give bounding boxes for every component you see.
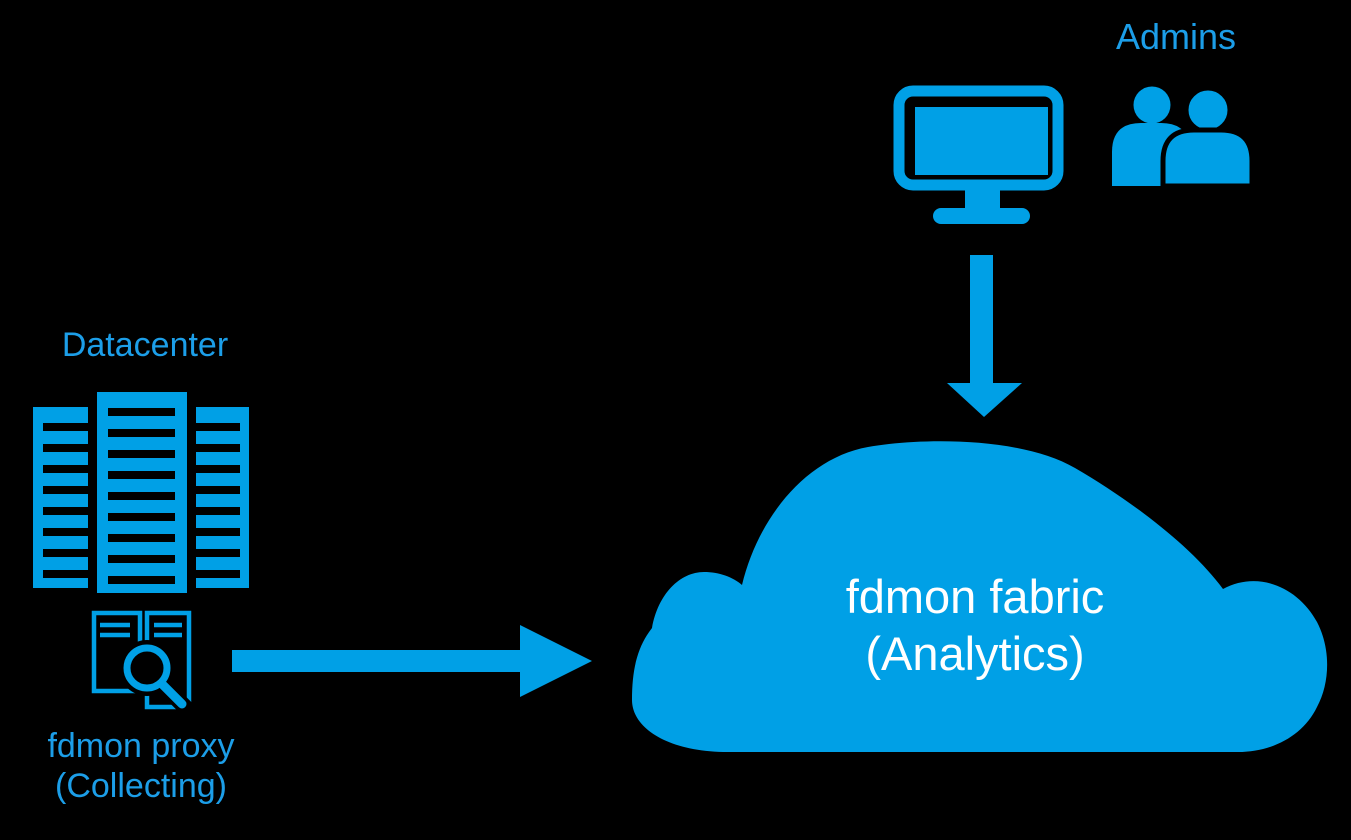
right-arrow [232, 625, 592, 697]
proxy-label: fdmon proxy (Collecting) [47, 726, 234, 806]
monitor-icon [893, 85, 1064, 224]
admins-label: Admins [1115, 16, 1237, 57]
proxy-label-line1: fdmon proxy [47, 727, 235, 765]
cloud-label-line2: (Analytics) [865, 627, 1085, 680]
datacenter-label: Datacenter [61, 326, 229, 364]
proxy-label-line2: (Collecting) [55, 767, 227, 805]
document-search-icon [91, 610, 194, 716]
server-racks-icon [33, 392, 249, 593]
users-icon [1112, 85, 1255, 189]
cloud-label-line1: fdmon fabric [845, 570, 1105, 623]
down-arrow [947, 255, 1022, 417]
cloud-icon [632, 441, 1328, 752]
cloud-label: fdmon fabric (Analytics) [846, 568, 1105, 682]
